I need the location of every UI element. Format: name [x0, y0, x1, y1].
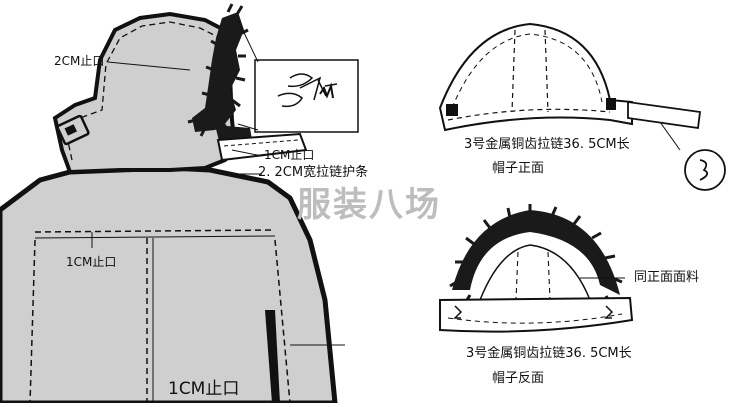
leader-front-zip	[659, 121, 681, 151]
label-zip-stop: 1CM止口	[264, 148, 315, 162]
zip-puller-glyph	[699, 159, 709, 181]
hood-neck-band	[77, 167, 211, 173]
jacket-body	[0, 165, 338, 406]
hood-back-panel-seam-r	[547, 251, 551, 301]
label-zip-guard: 2. 2CM宽拉链护条	[258, 165, 369, 180]
hood-back-panel-seam-l	[515, 251, 519, 301]
leader-brim	[107, 61, 191, 71]
hood-front-outline	[438, 22, 633, 132]
zip-guard-strip	[216, 132, 308, 162]
hood-stitch	[65, 21, 221, 161]
hood-zip-pull	[64, 124, 77, 136]
hood-front-zip-tape	[627, 100, 702, 130]
hood-back-zip-mark-right	[604, 305, 614, 319]
sleeve-seam-left	[29, 239, 36, 404]
label-brim-stop: 2CM止口	[54, 54, 105, 68]
watermark: 服装八场	[297, 185, 441, 225]
callout-sketch	[277, 73, 338, 108]
label-same-fabric: 同正面面料	[634, 270, 700, 285]
hood-front-zip-line	[447, 108, 611, 121]
hood-back-band-stitch	[447, 313, 623, 324]
hood-front-center-panel-r	[544, 29, 549, 113]
hood-front-zip-stop-left	[446, 104, 458, 116]
callout-fur-bits	[319, 82, 334, 99]
jacket-back-view	[0, 3, 359, 406]
detail-callout-box	[254, 59, 359, 133]
sleeve-seam-right	[274, 239, 291, 404]
label-back-title: 帽子反面	[492, 371, 545, 386]
hood-front-stitch	[451, 33, 603, 109]
hood-back-fur	[452, 210, 620, 295]
zip-guard-stitch	[223, 139, 299, 147]
hood-front-center-panel-l	[511, 29, 516, 113]
leader-zip-stop	[231, 149, 263, 157]
sleeve-black-strip	[265, 310, 280, 403]
hood-back-zip-mark-left	[453, 305, 463, 319]
yoke-seam	[34, 229, 276, 233]
hood-back-band	[439, 296, 634, 333]
hood-back-view	[439, 204, 634, 333]
callout-leader-2	[237, 123, 259, 131]
yoke-seam-2	[34, 235, 276, 239]
hood-back-panel	[478, 244, 592, 301]
label-front-zip: 3号金属铜齿拉链36. 5CM长	[464, 137, 630, 152]
hood-front-view	[438, 22, 726, 191]
label-bottom-stop: 1CM止口	[168, 379, 240, 399]
label-chest-stop: 1CM止口	[66, 255, 117, 269]
callout-leader-1	[237, 19, 259, 63]
label-front-title: 帽子正面	[492, 161, 545, 176]
label-back-zip: 3号金属铜齿拉链36. 5CM长	[466, 346, 632, 361]
hood-fur-trim	[192, 12, 244, 132]
hood-front-zip-stop-right	[606, 98, 616, 110]
